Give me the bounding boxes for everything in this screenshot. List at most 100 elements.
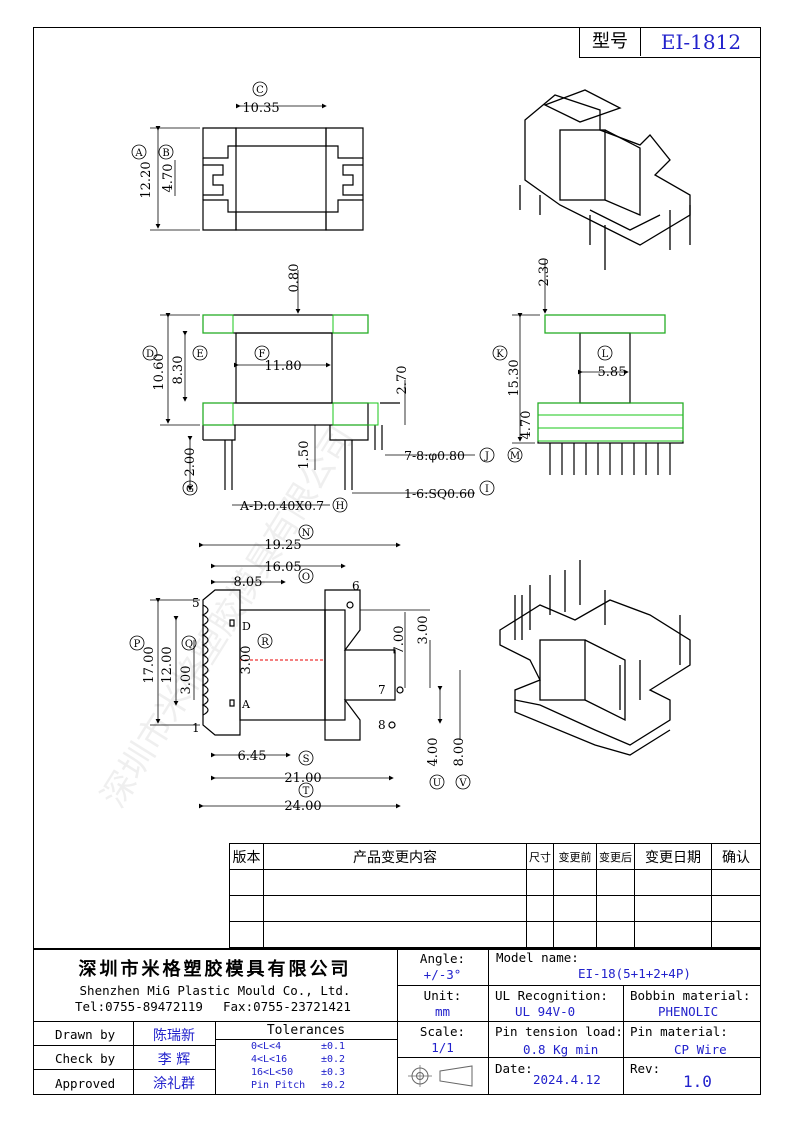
- top-view-dims: [131, 81, 327, 231]
- angle-label: Angle:: [419, 951, 466, 966]
- callout-m: M: [510, 451, 520, 462]
- rev-header-date: 变更日期: [634, 843, 712, 870]
- pin-label-8: 8: [378, 718, 386, 732]
- company-name-cn: 深圳市米格塑胶模具有限公司: [78, 959, 352, 980]
- tol-range-4: Pin Pitch: [251, 1080, 306, 1091]
- company-tel: Tel:0755-89472119: [75, 999, 203, 1014]
- unit-value: mm: [434, 1004, 451, 1019]
- model-name-label: Model name:: [496, 950, 579, 965]
- pin-tension-value: 0.8 Kg min: [523, 1042, 599, 1057]
- callout-d: D: [146, 349, 154, 360]
- bobbin-material-label: Bobbin material:: [630, 988, 751, 1003]
- company-fax: Fax:0755-23721421: [223, 999, 351, 1014]
- model-value: EI-1812: [660, 30, 742, 54]
- side-view: [537, 314, 684, 475]
- dim-side-height: 15.30: [507, 359, 522, 396]
- dim-bottom-s: 6.45: [238, 749, 267, 764]
- dim-bottom-right2: 3.00: [416, 616, 431, 645]
- dim-bottom-805: 8.05: [234, 575, 263, 590]
- model-label: 型号: [580, 28, 641, 56]
- callout-q: Q: [185, 639, 193, 650]
- callout-a: A: [134, 148, 143, 159]
- dim-bottom-overall: 24.00: [284, 799, 321, 814]
- callout-g: G: [186, 484, 194, 495]
- rev-label: Rev:: [630, 1061, 661, 1076]
- check-by-label: Check by: [55, 1051, 116, 1066]
- dim-bottom-r: 3.00: [239, 646, 254, 675]
- dim-front-base: 1.50: [297, 441, 312, 470]
- tol-range-2: 4<L<16: [251, 1054, 288, 1065]
- callout-t: T: [303, 786, 310, 797]
- pin-label-7: 7: [378, 683, 386, 697]
- dim-side-inner: 5.85: [598, 365, 627, 380]
- dim-front-e: 8.30: [171, 356, 186, 385]
- callout-j: J: [484, 451, 489, 462]
- iso-view-bottom: [499, 560, 691, 756]
- callout-s: S: [303, 754, 310, 765]
- dim-bottom-right1: 7.00: [392, 626, 407, 655]
- pin-label-6: 6: [352, 579, 360, 593]
- tolerances-title: Tolerances: [266, 1023, 346, 1038]
- rev-header-confirm: 确认: [711, 843, 761, 870]
- company-name-en: Shenzhen MiG Plastic Mould Co., Ltd.: [79, 983, 351, 998]
- dim-front-pinlen: 2.00: [183, 448, 198, 477]
- pin-material-value: CP Wire: [674, 1042, 727, 1057]
- tol-value-4: ±0.2: [321, 1080, 346, 1091]
- ul-label: UL Recognition:: [495, 988, 608, 1003]
- dim-pin-ad: A-D:0.40X0.7: [239, 498, 324, 513]
- dim-bottom-p: 17.00: [142, 646, 157, 683]
- dim-top-slot: 4.70: [161, 164, 176, 193]
- dim-side-base: 4.70: [519, 411, 534, 440]
- callout-f: F: [259, 349, 266, 360]
- rev-header-before: 变更前: [553, 843, 597, 870]
- date-value: 2024.4.12: [533, 1072, 601, 1087]
- callout-o: O: [302, 572, 310, 583]
- callout-l: L: [602, 349, 609, 360]
- dim-bottom-v: 8.00: [452, 738, 467, 767]
- dim-bottom-r2: 3.00: [179, 666, 194, 695]
- scale-label: Scale:: [419, 1024, 466, 1039]
- iso-view-top: [519, 89, 691, 270]
- dim-bottom-n: 19.25: [264, 538, 301, 553]
- tol-range-1: 0<L<4: [251, 1041, 282, 1052]
- pin-label-5: 5: [192, 596, 200, 610]
- drawn-by-label: Drawn by: [55, 1027, 116, 1042]
- pin-tension-label: Pin tension load:: [495, 1024, 623, 1039]
- drawn-by-value: 陈瑞新: [153, 1028, 195, 1044]
- dim-front-f: 11.80: [264, 359, 301, 374]
- approved-value: 涂礼群: [153, 1076, 195, 1092]
- dim-bottom-t: 21.00: [284, 771, 321, 786]
- bottom-view-dims: [129, 524, 471, 809]
- approved-label: Approved: [55, 1076, 116, 1091]
- callout-u: U: [433, 778, 441, 789]
- rev-header-version: 版本: [229, 843, 264, 870]
- dim-side-top: 2.30: [537, 258, 552, 287]
- title-block: 深圳市米格塑胶模具有限公司 Shenzhen MiG Plastic Mould…: [33, 948, 761, 1095]
- projection-symbol-icon: [408, 1065, 473, 1087]
- bottom-view: [201, 589, 404, 741]
- dim-top-width: 10.35: [242, 101, 279, 116]
- callout-e: E: [196, 349, 203, 360]
- top-view: [202, 127, 364, 231]
- dim-front-top: 0.80: [287, 264, 302, 293]
- dim-front-d: 10.60: [152, 353, 167, 390]
- dim-pin-16: 1-6:SQ0.60: [404, 486, 475, 501]
- table-row: [229, 921, 761, 948]
- rev-value: 1.0: [683, 1072, 712, 1091]
- side-view-dims: [492, 260, 629, 463]
- bobbin-material-value: PHENOLIC: [658, 1004, 719, 1019]
- tol-value-2: ±0.2: [321, 1054, 346, 1065]
- table-row: [229, 895, 761, 922]
- tol-value-1: ±0.1: [321, 1041, 346, 1052]
- dim-front-flange: 2.70: [395, 366, 410, 395]
- ul-value: UL 94V-0: [515, 1004, 576, 1019]
- angle-value: +/-3°: [423, 967, 462, 982]
- date-label: Date:: [495, 1061, 533, 1076]
- rev-header-after: 变更后: [596, 843, 635, 870]
- side-green-overlay: [537, 314, 684, 442]
- front-green-overlay: [202, 314, 379, 426]
- pin-label-d: D: [242, 620, 251, 633]
- callout-p: P: [134, 639, 141, 650]
- callout-v: V: [458, 778, 467, 789]
- callout-h: H: [336, 501, 345, 512]
